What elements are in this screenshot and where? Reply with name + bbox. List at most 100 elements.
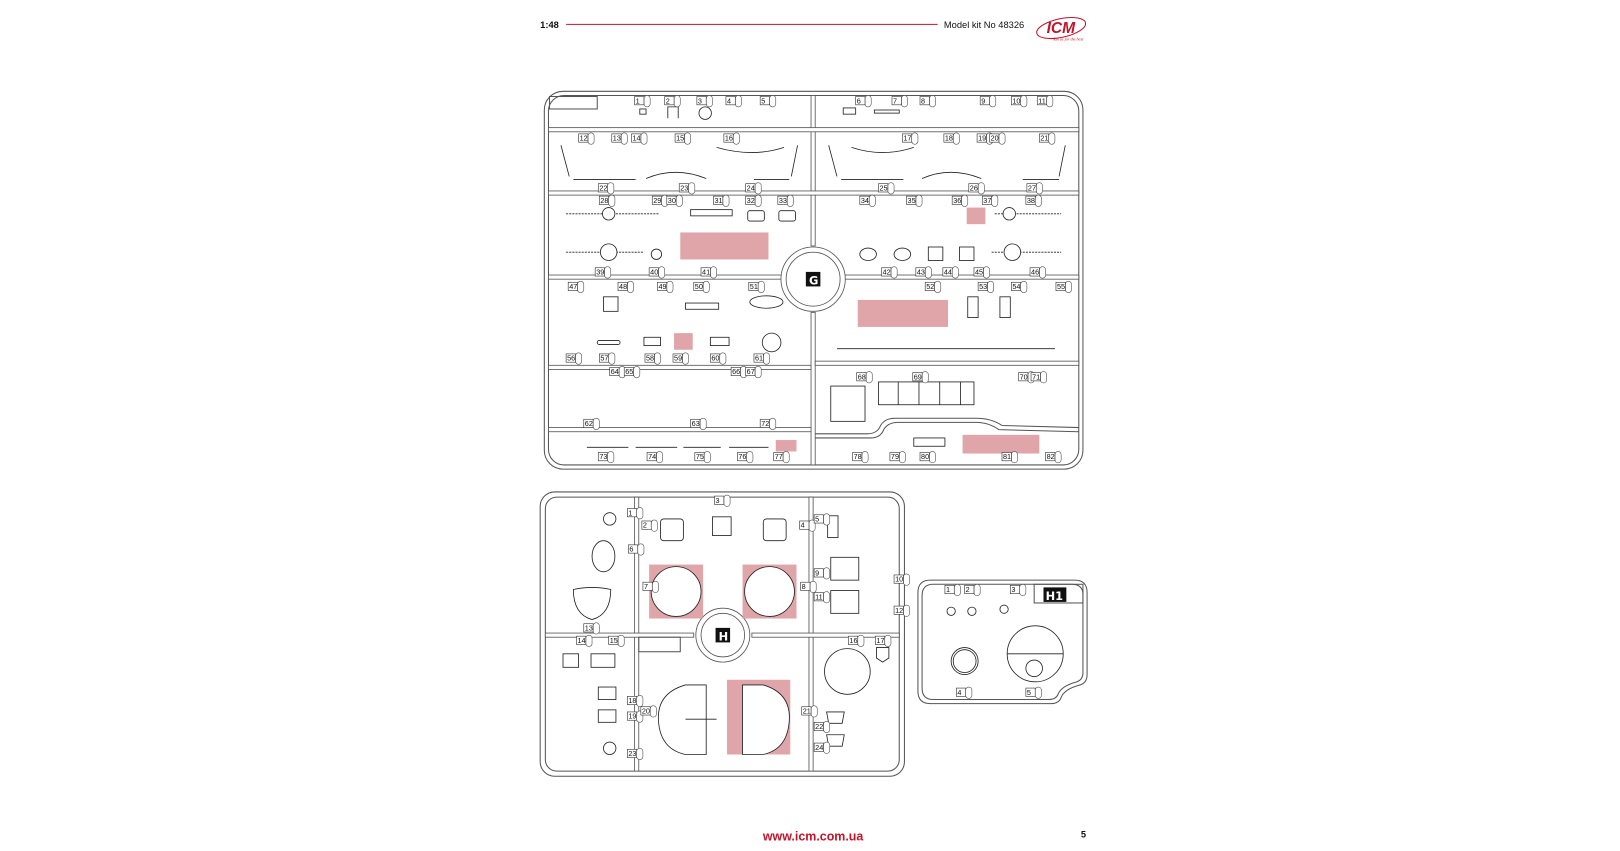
part-number-label: 51 — [748, 280, 765, 293]
sprue-gate — [654, 352, 661, 365]
part-number: 39 — [596, 267, 604, 276]
sprue-gate — [710, 266, 717, 279]
sprue-gate — [1020, 280, 1028, 293]
part-number-label: 36 — [951, 194, 969, 207]
sprue-gate — [699, 417, 707, 430]
sprue-gate — [673, 95, 681, 108]
sprue-gate — [987, 280, 995, 293]
part-number: 21 — [1040, 134, 1048, 143]
part-number-label: 5 — [759, 95, 777, 108]
part-number-label: 48 — [617, 280, 634, 293]
part-number: 20 — [991, 134, 999, 143]
part-number: 48 — [619, 282, 627, 291]
part-number: 3 — [1011, 585, 1015, 594]
part-number-label: 16 — [723, 132, 740, 145]
part-number: 23 — [628, 749, 636, 758]
part-number-label: 42 — [881, 266, 898, 279]
part-number-label: 11 — [1036, 95, 1054, 108]
part-number: 69 — [914, 372, 922, 381]
part-number-label: 73 — [597, 451, 615, 464]
sprue-gate — [934, 280, 942, 293]
sprue-gate — [977, 182, 985, 195]
sprue-gate — [865, 371, 873, 384]
part-number-label: 32 — [745, 194, 762, 207]
part-number: 17 — [903, 134, 911, 143]
part-number-label: 4 — [725, 95, 742, 108]
sprue-gate — [1019, 583, 1027, 597]
part-number: 4 — [957, 688, 961, 697]
part-number: 28 — [600, 196, 608, 205]
part-number: 32 — [747, 196, 755, 205]
part-number-label: 20 — [640, 705, 657, 718]
page-number: 5 — [1081, 830, 1086, 840]
part-number-label: 49 — [657, 280, 674, 293]
sprue-gate — [746, 451, 754, 464]
part-number: 55 — [1057, 282, 1065, 291]
highlight-unused-part — [857, 299, 949, 327]
part-number: 79 — [891, 452, 899, 461]
sprue-gate — [1039, 266, 1046, 279]
part-number-label: 14 — [631, 132, 648, 145]
sprue-gate — [1034, 686, 1042, 699]
sprue-gate — [924, 266, 932, 279]
part-number-label: 27 — [1026, 182, 1043, 195]
part-number-label: 54 — [1011, 280, 1028, 293]
part-number: 81 — [1003, 452, 1011, 461]
sprue-gate — [823, 741, 831, 754]
part-number: 38 — [1027, 196, 1035, 205]
sprue-gate — [754, 366, 762, 379]
sprue-gate — [991, 194, 999, 207]
page-footer: www.icm.com.ua 5 — [762, 830, 1086, 844]
part-number-label: 40 — [648, 266, 666, 279]
sprue-gate — [901, 95, 908, 108]
part-number-label: 21 — [801, 705, 818, 718]
highlight-unused-part — [674, 333, 693, 350]
part-number: 22 — [815, 722, 823, 731]
sprue-gate — [608, 352, 616, 365]
sprue-gate — [769, 95, 777, 108]
sprue-gate — [864, 95, 872, 108]
part-number-label: 78 — [852, 451, 869, 464]
svg-text:ICM: ICM — [1047, 20, 1077, 37]
part-number-label: 10 — [1011, 95, 1028, 108]
part-number-label: 43 — [915, 266, 932, 279]
part-number: 26 — [970, 183, 978, 192]
sprue-gate — [658, 266, 666, 279]
part-number-label: 29 — [651, 194, 669, 207]
part-number: 7 — [893, 96, 897, 105]
part-number-label: 30 — [666, 194, 683, 207]
part-number-label: 33 — [777, 194, 794, 207]
part-number-label: 65 — [623, 366, 641, 379]
part-number: 11 — [1038, 96, 1046, 105]
part-number-label: 3 — [714, 494, 731, 507]
part-number: 63 — [692, 419, 700, 428]
part-number-label: 13 — [611, 132, 628, 145]
sprue-gate — [633, 366, 641, 379]
sprue-gate — [786, 194, 794, 207]
part-number: 40 — [650, 267, 658, 276]
sprue-gate — [998, 132, 1006, 145]
sprue-gate — [575, 352, 582, 365]
part-number-label: 6 — [628, 543, 645, 556]
part-number: 46 — [1031, 267, 1039, 276]
website-link[interactable]: www.icm.com.ua — [762, 830, 864, 844]
part-number: 62 — [585, 419, 593, 428]
part-number-label: 3 — [1009, 583, 1027, 597]
part-number: 71 — [1032, 372, 1040, 381]
part-number-label: 39 — [594, 266, 612, 279]
sprue-gate — [929, 95, 936, 108]
part-number: 31 — [715, 196, 723, 205]
sprue-gate — [952, 132, 960, 145]
part-number: 4 — [727, 96, 731, 105]
part-number-label: 12 — [893, 604, 910, 617]
part-number-label: 17 — [902, 132, 919, 145]
part-number-label: 56 — [565, 352, 582, 365]
part-number-label: 9 — [813, 567, 831, 580]
part-number: 16 — [725, 134, 733, 143]
part-number: 14 — [578, 636, 586, 645]
part-number: 29 — [653, 196, 661, 205]
part-number: 2 — [643, 521, 647, 530]
part-number-label: 11 — [813, 591, 831, 604]
